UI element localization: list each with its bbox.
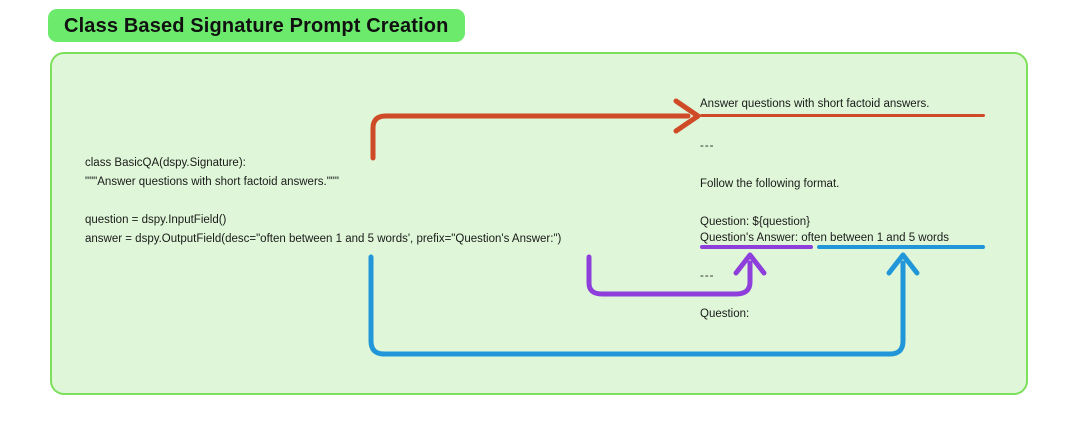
underline-answer-prefix <box>700 245 813 249</box>
code-line-input-field: question = dspy.InputField() <box>85 214 227 226</box>
prompt-separator-1: --- <box>700 140 715 152</box>
prompt-answer-desc: often between 1 and 5 words <box>798 232 949 244</box>
prompt-spacer-2 <box>700 154 1000 176</box>
code-line-blank <box>85 192 675 211</box>
code-line-class-def: class BasicQA(dspy.Signature): <box>85 157 246 169</box>
code-line-output-field: answer = dspy.OutputField(desc="often be… <box>85 233 562 245</box>
code-line-docstring: """Answer questions with short factoid a… <box>85 176 339 188</box>
underline-instruction <box>700 114 985 117</box>
prompt-spacer-3 <box>700 192 1000 214</box>
prompt-question-label: Question: <box>700 308 750 320</box>
prompt-answer-row: Question's Answer: often between 1 and 5… <box>700 230 1000 246</box>
generated-prompt: Answer questions with short factoid answ… <box>700 96 1000 322</box>
prompt-separator-2: --- <box>700 270 715 282</box>
prompt-answer-prefix: Question's Answer: <box>700 232 799 244</box>
page-title: Class Based Signature Prompt Creation <box>64 14 449 37</box>
underline-answer-desc <box>817 245 985 249</box>
prompt-question-template: Question: ${question} <box>700 216 810 228</box>
page-title-badge: Class Based Signature Prompt Creation <box>48 9 465 42</box>
prompt-spacer-5 <box>700 284 1000 306</box>
prompt-format-header: Follow the following format. <box>700 178 840 190</box>
prompt-instruction: Answer questions with short factoid answ… <box>700 98 930 110</box>
code-snippet: class BasicQA(dspy.Signature): """Answer… <box>85 154 675 249</box>
prompt-spacer-4 <box>700 246 1000 268</box>
